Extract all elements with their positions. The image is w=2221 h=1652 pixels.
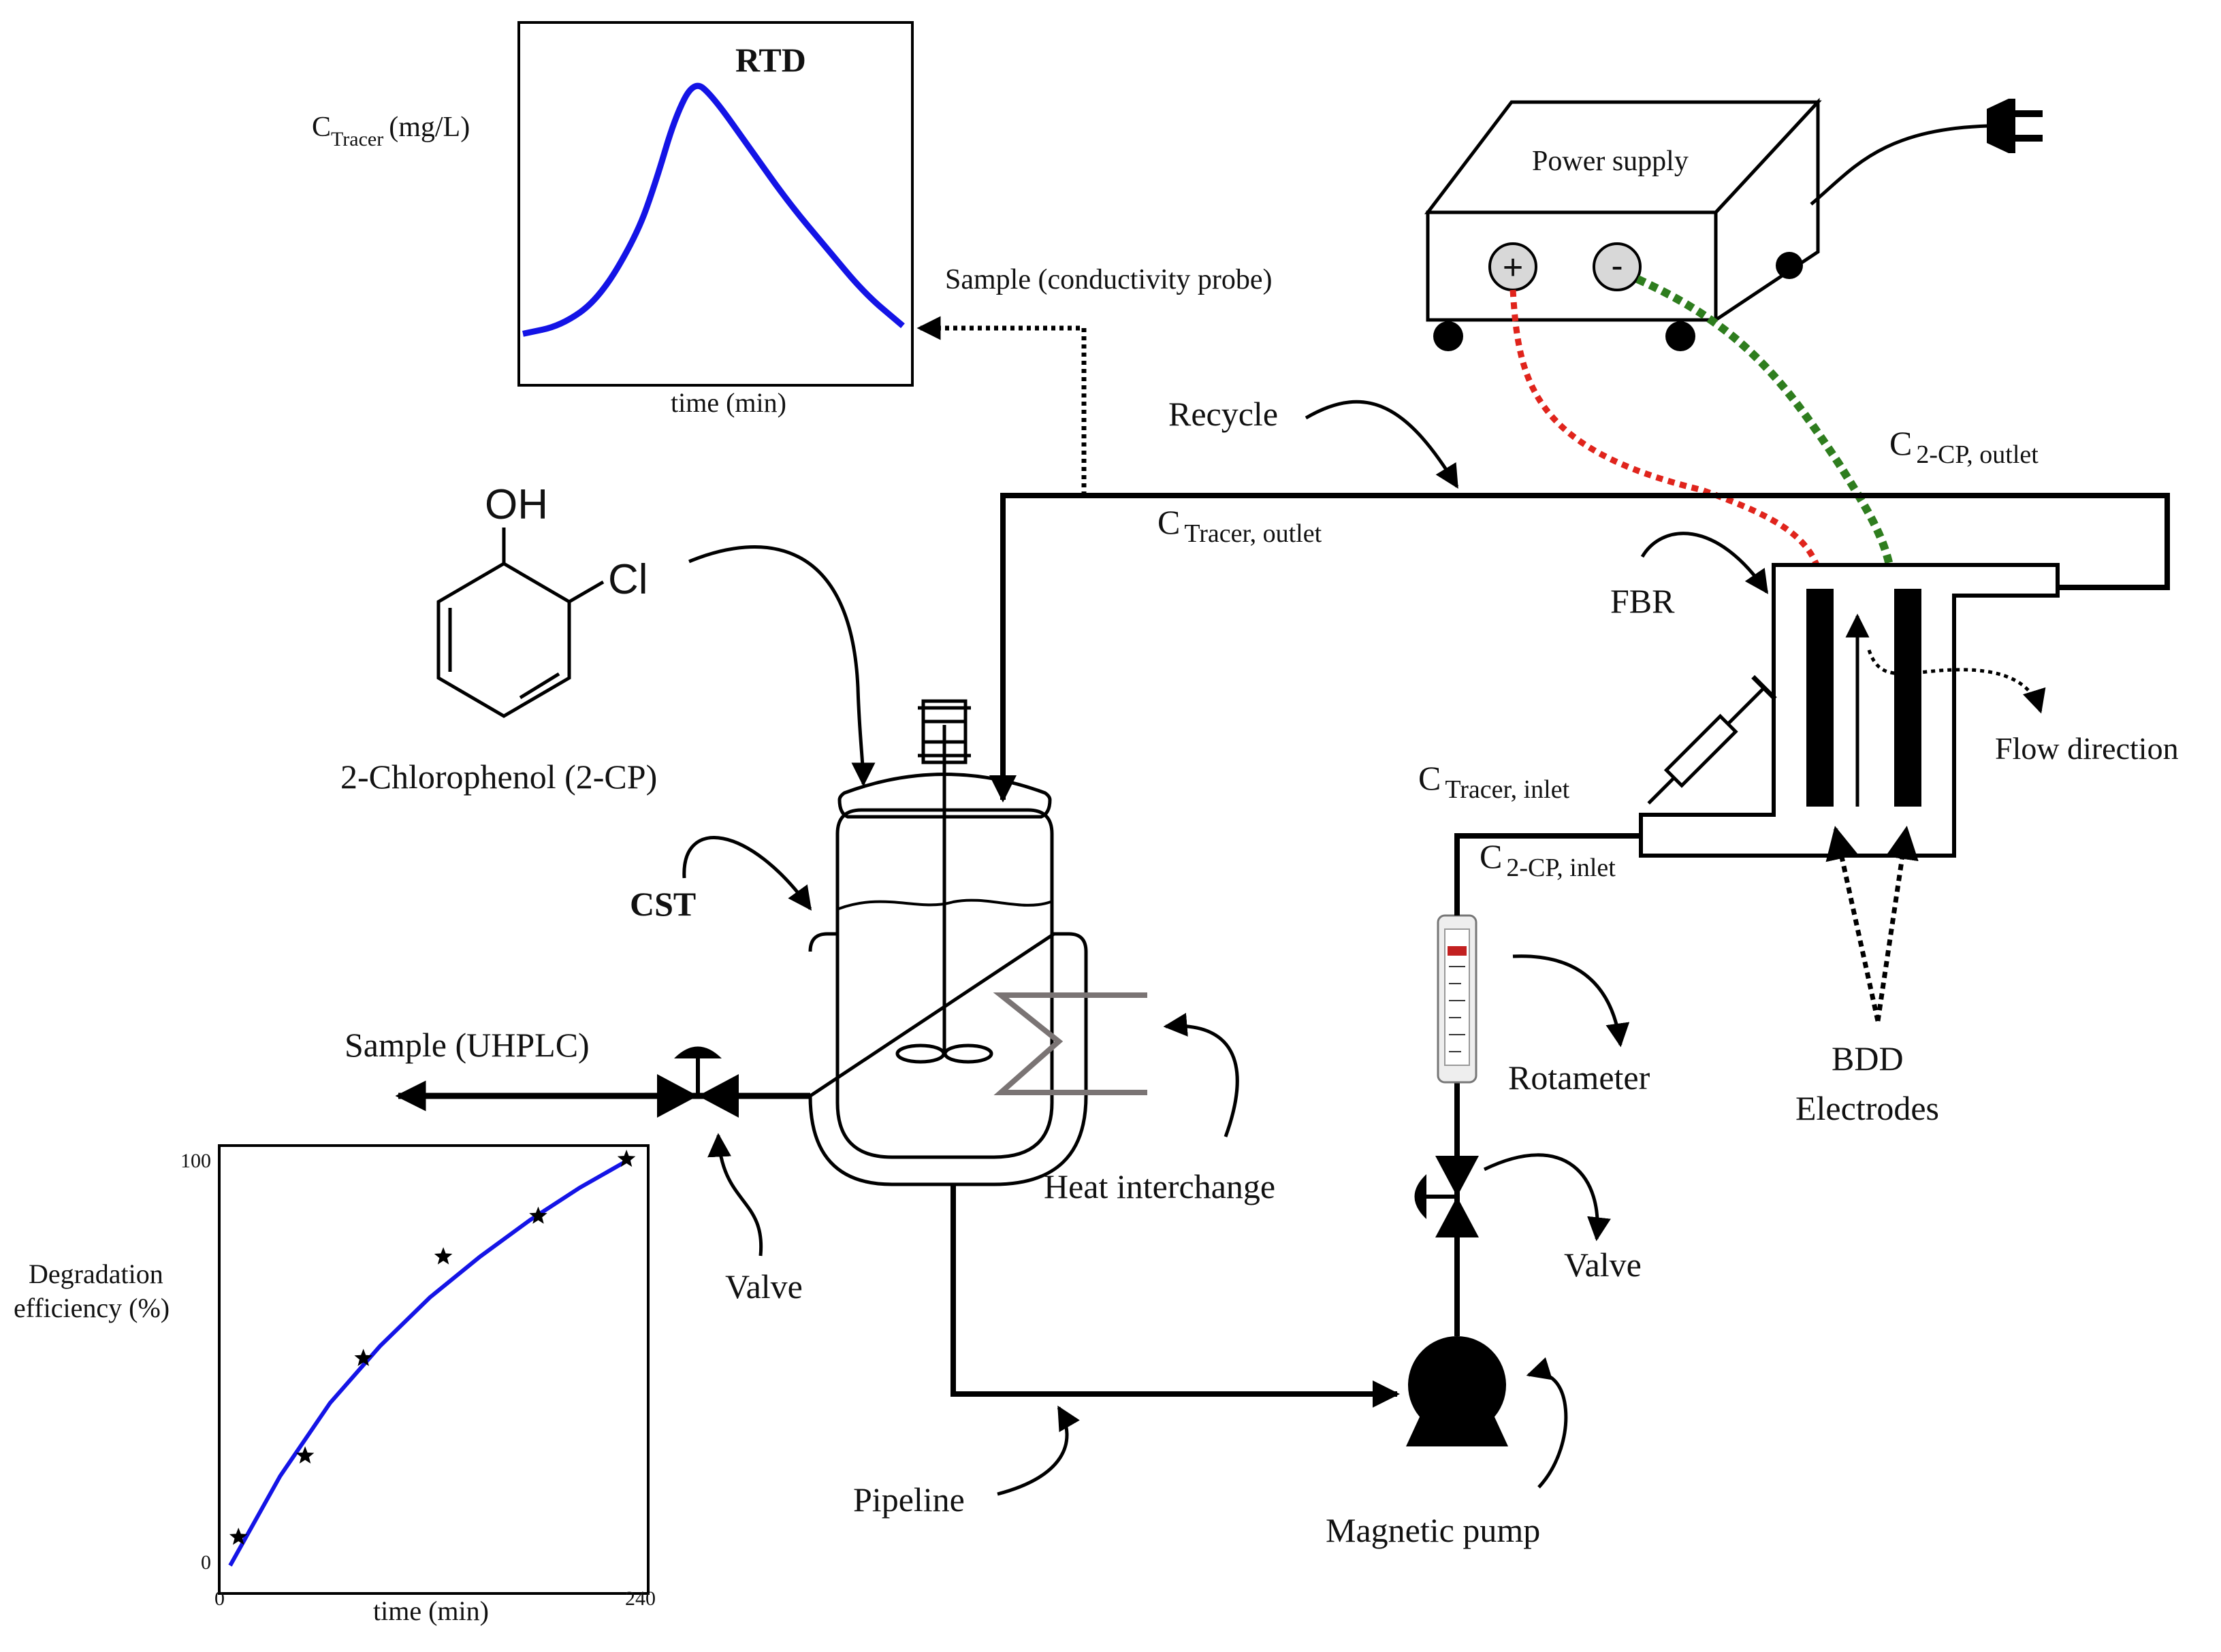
rotameter-callout-arrow	[1512, 954, 1630, 1048]
magnetic-pump-label: Magnetic pump	[1326, 1511, 1540, 1549]
uhplc-sample-line: Sample (UHPLC)	[345, 1026, 810, 1112]
rtd-x-axis-label: time (min)	[671, 387, 786, 418]
pump-callout-arrow	[1526, 1357, 1568, 1489]
power-supply-label: Power supply	[1532, 146, 1689, 177]
chlorophenol-label: 2-Chlorophenol (2-CP)	[340, 758, 657, 796]
data-point-star	[354, 1348, 372, 1366]
chlorophenol-callout-arrow	[688, 545, 876, 787]
data-point-star	[295, 1446, 315, 1464]
left-valve-label: Valve	[725, 1267, 803, 1306]
positive-wire	[1509, 289, 1825, 589]
pipeline	[950, 1184, 1396, 1397]
y-tick-min: 0	[201, 1551, 211, 1574]
degradation-fit-curve	[228, 1157, 631, 1567]
plus-sign: +	[1503, 248, 1523, 287]
minus-sign: -	[1611, 246, 1623, 286]
x-tick-max: 240	[625, 1587, 656, 1610]
cst-label: CST	[630, 885, 696, 923]
fbr-callout-arrow	[1640, 532, 1769, 594]
reactor-vessel	[835, 808, 1054, 1159]
flow-direction-arrow	[1867, 649, 2046, 714]
sample-uhplc-label: Sample (UHPLC)	[345, 1026, 590, 1064]
oh-label: OH	[485, 481, 548, 528]
rtd-chart: RTD CTracer(mg/L) time (min)	[312, 21, 914, 418]
conductivity-sample-line: Sample (conductivity probe)	[916, 264, 1273, 496]
electrodes-label: Electrodes	[1795, 1089, 1939, 1127]
degradation-chart: Degradation efficiency (%) time (min) 0 …	[14, 1144, 656, 1626]
degradation-points	[229, 1150, 636, 1545]
heat-exchanger-coil	[993, 992, 1147, 1095]
left-valve-icon	[657, 1046, 739, 1118]
y-tick-max: 100	[180, 1150, 211, 1172]
syringe-icon	[1647, 675, 1777, 805]
reactor-jacket	[808, 932, 1088, 1186]
cst-reactor	[808, 699, 1147, 1186]
right-valve-callout-arrow	[1483, 1153, 1611, 1242]
bdd-arrow-left	[1825, 826, 1881, 1022]
heat-interchange-label: Heat interchange	[1044, 1167, 1275, 1205]
left-valve-callout-arrow	[707, 1133, 763, 1257]
pipeline-label: Pipeline	[853, 1480, 965, 1519]
bdd-label: BDD	[1832, 1039, 1904, 1078]
negative-terminal: -	[1593, 242, 1642, 291]
negative-wire	[1635, 275, 1897, 589]
cst-callout-arrow	[682, 836, 812, 911]
bdd-arrow-right	[1875, 826, 1919, 1022]
rtd-y-axis-label: CTracer(mg/L)	[312, 112, 470, 150]
flow-direction-label: Flow direction	[1995, 731, 2179, 766]
liquid-surface	[838, 898, 1051, 910]
degradation-y-label-line1: Degradation	[29, 1259, 163, 1289]
positive-terminal: +	[1488, 242, 1537, 291]
fbr-inlet-pipe	[1454, 833, 1641, 916]
sample-conductivity-label: Sample (conductivity probe)	[945, 264, 1273, 295]
bdd-electrode-left	[1806, 589, 1834, 807]
degradation-chart-frame	[218, 1144, 650, 1595]
right-valve-label: Valve	[1564, 1246, 1642, 1284]
data-point-star	[617, 1150, 636, 1167]
stirrer	[895, 699, 993, 1064]
fbr-reactor	[1639, 563, 2060, 858]
x-tick-min: 0	[214, 1587, 225, 1610]
rotameter-label: Rotameter	[1508, 1058, 1650, 1097]
rtd-chart-frame	[517, 21, 914, 387]
power-supply: Power supply + -	[1424, 97, 2043, 351]
data-point-star	[434, 1247, 453, 1265]
power-cord	[1810, 124, 1989, 206]
right-valve-icon	[1414, 1156, 1479, 1237]
degradation-x-label: time (min)	[373, 1596, 489, 1626]
cl-label: Cl	[608, 556, 648, 603]
data-point-star	[529, 1206, 547, 1224]
degradation-y-label-line2: efficiency (%)	[14, 1293, 170, 1323]
rotameter-icon	[1437, 914, 1477, 1084]
heat-interchange-callout-arrow	[1163, 1013, 1239, 1137]
chlorophenol-structure: OH Cl	[436, 481, 648, 718]
fbr-label: FBR	[1610, 582, 1675, 620]
rtd-curve	[522, 82, 905, 337]
recycle-pipe	[989, 493, 2170, 803]
plug-icon	[1987, 99, 2043, 153]
pipeline-callout-arrow	[997, 1405, 1080, 1496]
rtd-chart-title: RTD	[735, 41, 806, 79]
bdd-electrode-right	[1894, 589, 1921, 807]
recycle-label: Recycle	[1168, 395, 1278, 433]
data-point-star	[229, 1527, 248, 1545]
magnetic-pump-icon	[1406, 1336, 1508, 1446]
recycle-callout-arrow	[1305, 400, 1459, 489]
